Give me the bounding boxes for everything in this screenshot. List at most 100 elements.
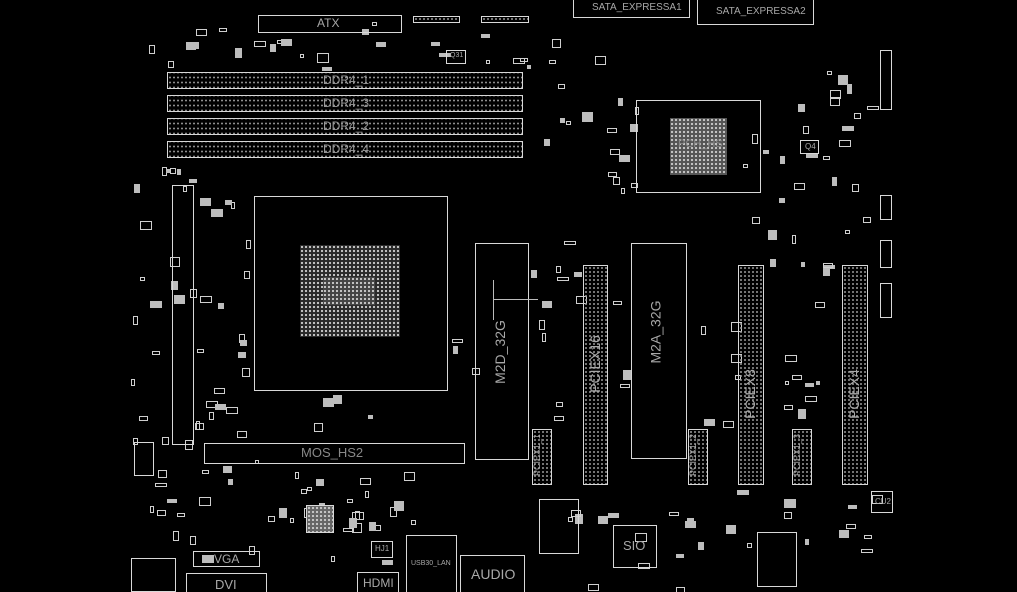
audio-label: AUDIO — [471, 566, 516, 582]
cpu-socket[interactable] — [254, 196, 448, 391]
m2d-slot[interactable]: M2D_32G — [475, 243, 529, 460]
pciex1-2-label: PCIEX1_2 — [688, 433, 699, 477]
smd-component — [792, 375, 803, 381]
smd-component — [668, 512, 679, 517]
smd-component — [219, 27, 228, 32]
smd-component — [217, 302, 224, 309]
smd-component — [133, 315, 139, 325]
smd-component — [638, 562, 651, 569]
smd-component — [839, 140, 852, 148]
smd-component — [359, 477, 371, 485]
smd-component — [236, 430, 247, 438]
smd-component — [228, 479, 234, 486]
header-connector[interactable] — [131, 558, 176, 592]
smd-component — [294, 471, 299, 479]
smd-component — [243, 270, 250, 279]
m2a-slot[interactable]: M2A_32G — [631, 243, 687, 459]
usb30-lan-connector[interactable]: USB30_LAN — [406, 535, 457, 592]
smd-component — [134, 183, 141, 193]
smd-component — [763, 149, 770, 154]
ddr4-slot-3[interactable]: DDR4_3 — [167, 95, 523, 112]
pciex1-1-label: PCIEX1_1 — [532, 433, 543, 477]
header-connector[interactable] — [413, 16, 460, 23]
smd-component — [347, 498, 354, 503]
smd-component — [814, 301, 825, 308]
smd-component — [209, 412, 215, 421]
smd-component — [300, 53, 305, 58]
header-connector[interactable] — [880, 240, 892, 268]
pciex1-3-slot[interactable]: PCIEX1_3 — [792, 429, 812, 485]
smd-component — [531, 270, 538, 279]
smd-component — [549, 59, 557, 64]
smd-component — [431, 41, 441, 46]
smd-component — [368, 414, 374, 419]
ddr4-slot-4[interactable]: DDR4_4 — [167, 141, 523, 158]
smd-component — [451, 338, 463, 343]
smd-component — [866, 105, 879, 110]
pciex4-slot[interactable]: PCIEX4 — [842, 265, 868, 485]
sio-chip[interactable]: SIO — [613, 525, 657, 568]
vrm-column[interactable] — [172, 185, 194, 445]
smd-component — [139, 415, 149, 421]
smd-component — [480, 33, 490, 38]
header-connector[interactable] — [481, 16, 529, 23]
header-connector[interactable] — [134, 442, 154, 476]
vga-connector[interactable]: VGA — [193, 551, 260, 567]
smd-component — [174, 295, 186, 305]
ic-outline[interactable] — [757, 532, 797, 587]
cu2-chip[interactable]: CU2 — [871, 491, 893, 513]
cursor-crosshair-icon — [493, 299, 538, 300]
smd-component — [166, 499, 177, 504]
bga-chip[interactable] — [306, 505, 334, 533]
smd-component — [581, 111, 593, 122]
smd-component — [700, 326, 706, 336]
smd-component — [131, 379, 135, 387]
audio-connector[interactable]: AUDIO — [460, 555, 525, 592]
smd-component — [845, 523, 856, 529]
vga-label: VGA — [214, 552, 240, 566]
smd-component — [726, 524, 737, 534]
pch-chip-outline[interactable]: PCH_HS — [636, 100, 761, 193]
sata-express-2-label: SATA_EXPRESSA2 — [716, 6, 806, 17]
smd-component — [551, 39, 561, 49]
smd-component — [306, 486, 312, 491]
ddr4-slot-2[interactable]: DDR4_2 — [167, 118, 523, 135]
smd-component — [861, 548, 874, 553]
smd-component — [157, 510, 167, 517]
ddr4-slot-1[interactable]: DDR4_1 — [167, 72, 523, 89]
mos-heatsink[interactable]: MOS_HS2 — [204, 443, 465, 464]
pciex16-slot[interactable]: PCIEX16 — [583, 265, 608, 485]
pciex8-slot[interactable]: PCIEX8 — [738, 265, 764, 485]
q4-chip[interactable]: Q4 — [800, 140, 819, 154]
header-connector[interactable] — [880, 50, 892, 110]
dvi-connector[interactable]: DVI — [186, 573, 267, 592]
pciex1-1-slot[interactable]: PCIEX1_1 — [532, 429, 552, 485]
smd-component — [270, 44, 277, 53]
sata-express-2-connector[interactable]: SATA_EXPRESSA2 — [697, 0, 814, 25]
smd-component — [767, 229, 777, 240]
smd-component — [253, 41, 266, 48]
cursor-crosshair-icon — [493, 280, 494, 320]
atx-connector[interactable]: ATX — [258, 15, 402, 33]
smd-component — [784, 380, 789, 385]
header-connector[interactable] — [880, 283, 892, 318]
q31-label: Q31 — [450, 52, 464, 59]
smd-component — [630, 124, 639, 133]
smd-component — [200, 198, 212, 207]
hdmi-connector[interactable]: HDMI — [357, 572, 399, 592]
smd-component — [617, 97, 623, 106]
smd-component — [202, 555, 215, 564]
smd-component — [176, 169, 181, 176]
smd-component — [685, 521, 697, 529]
sata-express-1-connector[interactable]: SATA_EXPRESSA1 — [573, 0, 690, 18]
ic-outline[interactable] — [539, 499, 579, 554]
hj1-chip[interactable]: HJ1 — [371, 541, 393, 558]
smd-component — [200, 296, 213, 304]
q31-chip[interactable]: Q31 — [446, 50, 466, 64]
smd-component — [245, 240, 251, 250]
smd-component — [171, 280, 179, 290]
header-connector[interactable] — [880, 195, 892, 220]
smd-component — [608, 172, 618, 178]
pciex1-2-slot[interactable]: PCIEX1_2 — [688, 429, 708, 485]
